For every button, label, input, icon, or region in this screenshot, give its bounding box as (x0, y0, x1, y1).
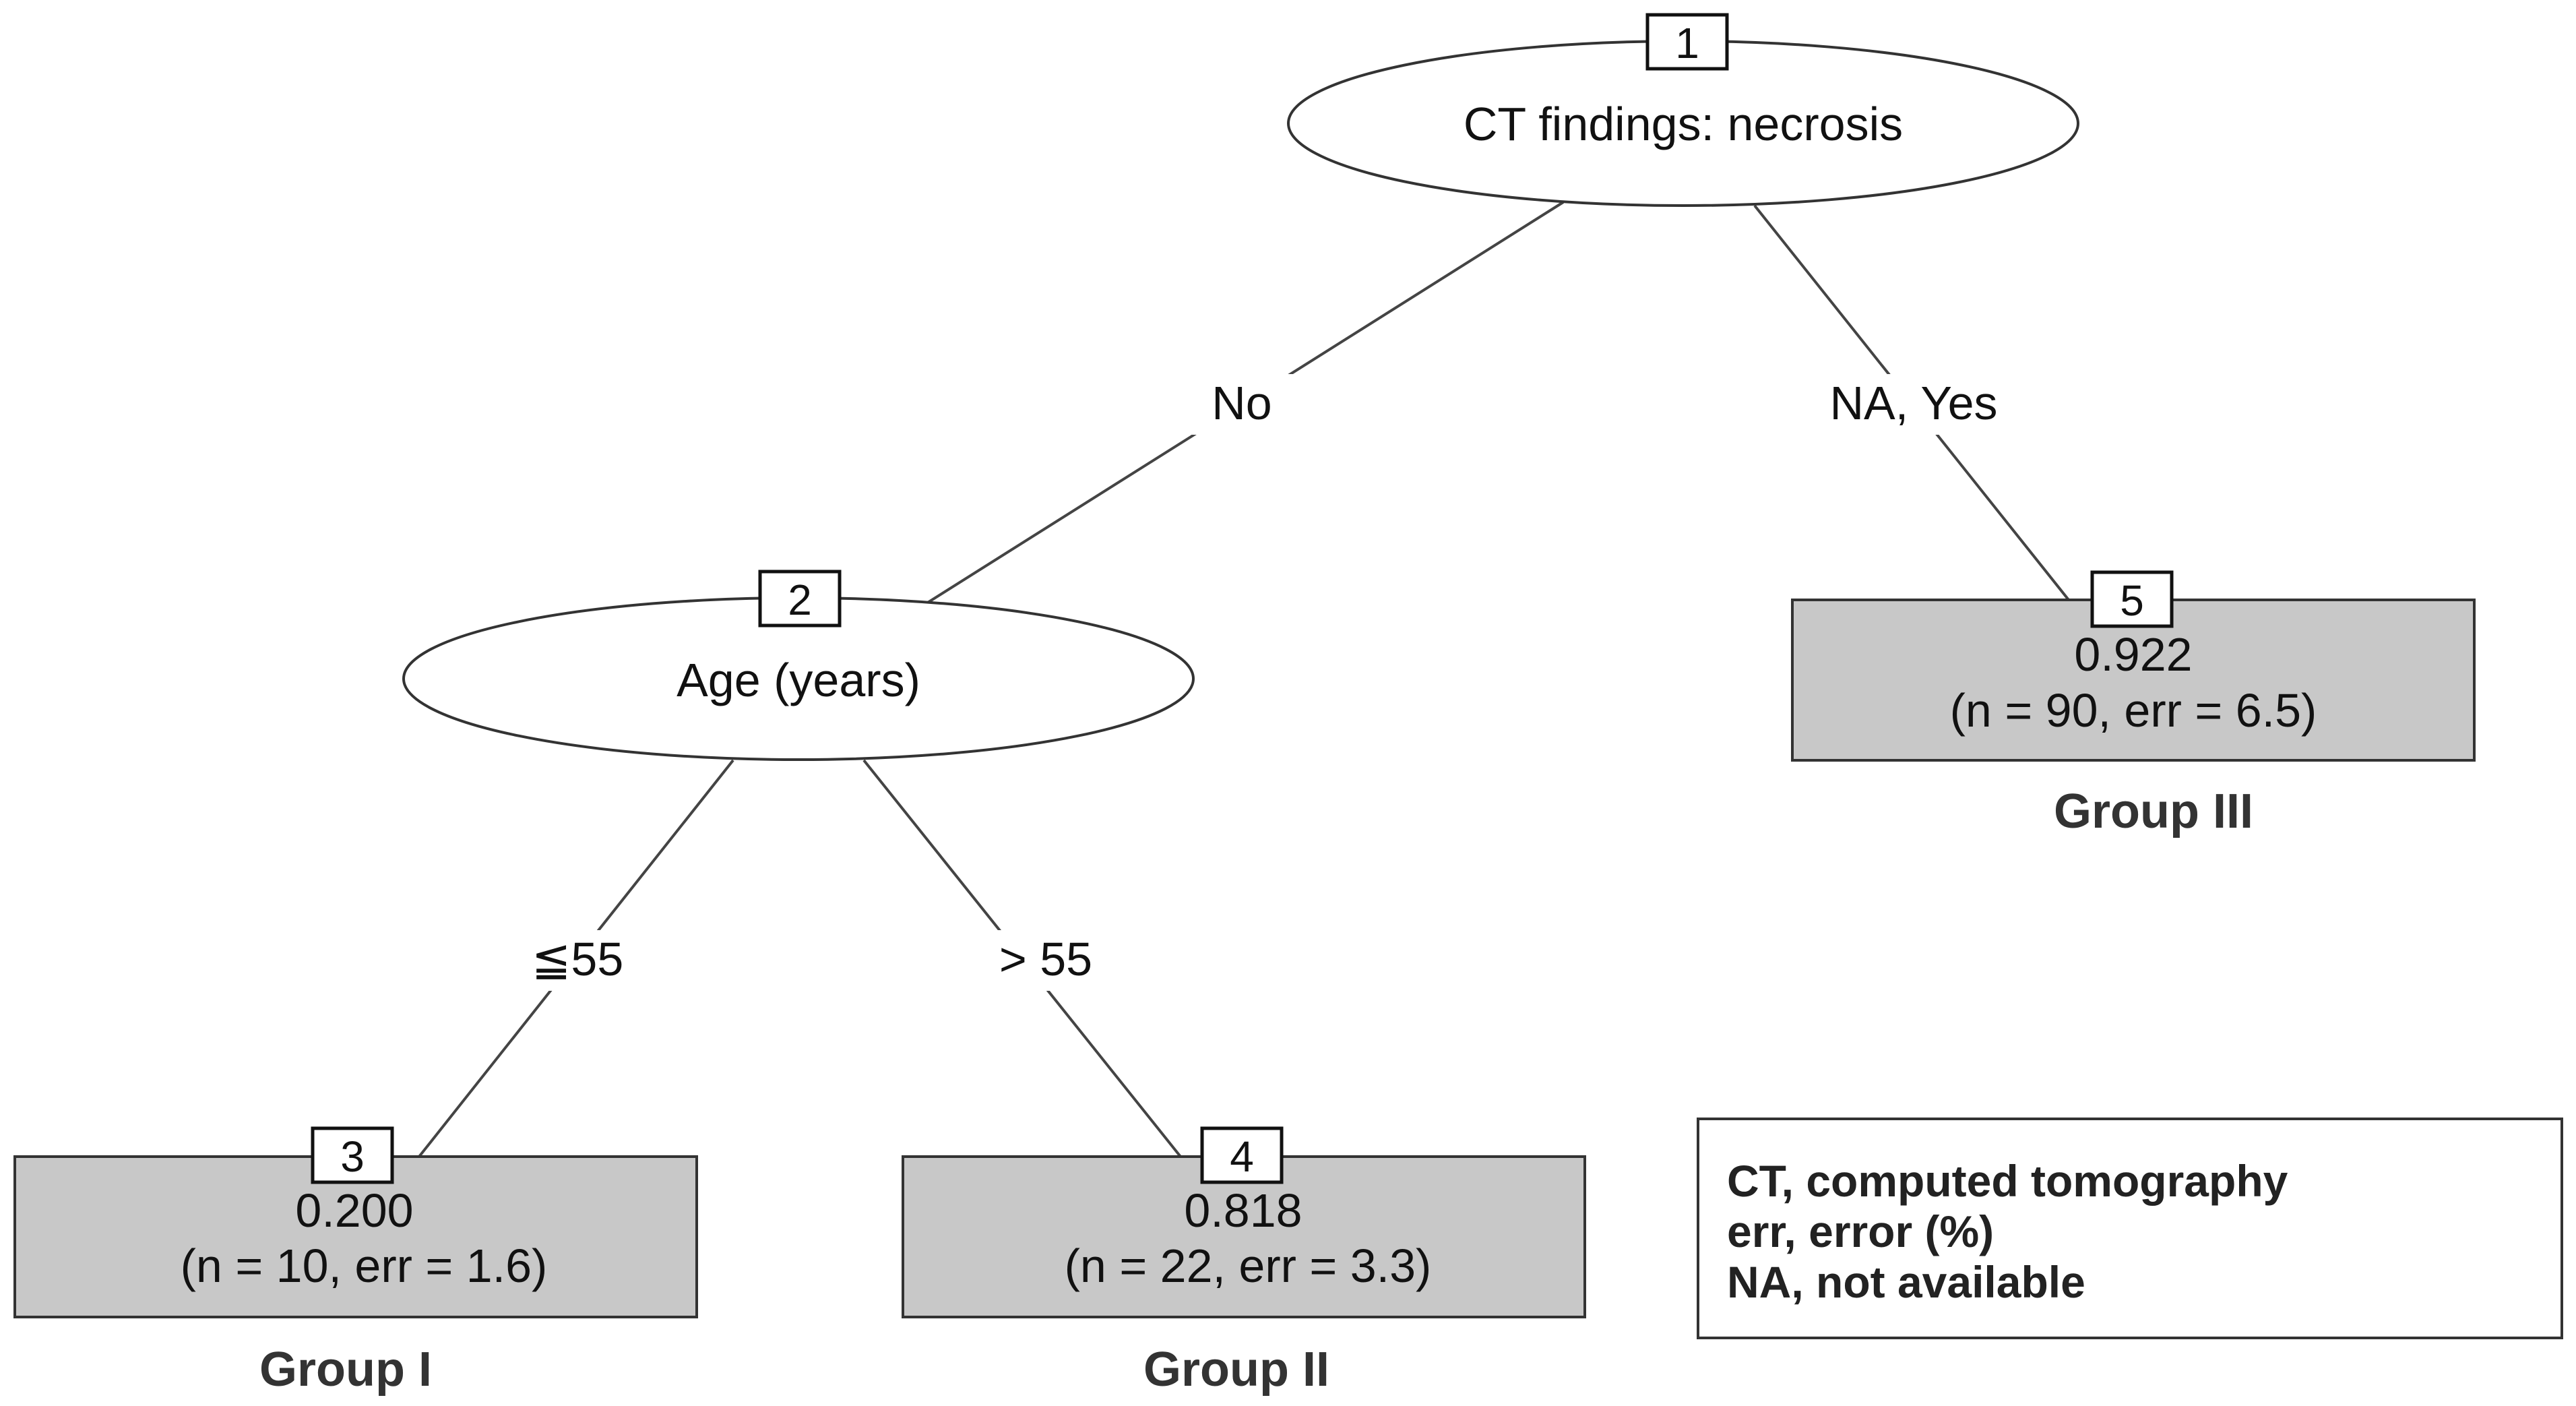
node-id-box (1200, 1126, 1284, 1184)
node-id: 4 (1230, 1132, 1254, 1181)
group-label: Group I (259, 1343, 432, 1397)
legend-line: CT, computed tomography (1727, 1156, 2288, 1206)
leaf-value: 0.818 (1184, 1184, 1302, 1237)
legend-box: CT, computed tomography err, error (%) N… (1697, 1118, 2563, 1339)
node-id-box (311, 1126, 394, 1184)
leaf-value: 0.922 (2074, 628, 2192, 681)
edge-label-bg (970, 930, 1125, 991)
node-id-box (2090, 570, 2174, 628)
group-label: Group II (1143, 1343, 1329, 1397)
leaf-node-4: 4 0.818 (n = 22, err = 3.3) Group II (902, 1126, 1586, 1397)
edge-label-no: No (1212, 377, 1271, 429)
node-id-box (1645, 13, 1729, 71)
split-node-label: CT findings: necrosis (1464, 98, 1903, 150)
legend-line: NA, not available (1727, 1257, 2085, 1307)
node-id: 1 (1675, 19, 1699, 67)
split-node-2: Age (years) 2 (402, 570, 1195, 761)
group-label: Group III (2054, 785, 2253, 838)
leaf-stats: (n = 90, err = 6.5) (1950, 684, 2317, 737)
edge-label-bg (505, 930, 654, 991)
leaf-value: 0.200 (295, 1184, 413, 1237)
node-id: 3 (340, 1132, 365, 1181)
node-id-box (758, 570, 842, 628)
leaf-stats: (n = 10, err = 1.6) (181, 1240, 548, 1292)
leaf-node-3: 3 0.200 (n = 10, err = 1.6) Group I (13, 1126, 698, 1397)
split-node-1: CT findings: necrosis 1 (1287, 13, 2079, 207)
node-id: 5 (2120, 576, 2144, 625)
leaf-stats: (n = 22, err = 3.3) (1065, 1240, 1432, 1292)
legend-line: err, error (%) (1727, 1206, 1994, 1256)
leaf-node-5: 5 0.922 (n = 90, err = 6.5) Group III (1791, 570, 2476, 838)
edge-label-gt-55: > 55 (999, 933, 1092, 985)
legend-border (1697, 1118, 2563, 1339)
node-id: 2 (788, 576, 812, 624)
edge-label-na-yes: NA, Yes (1829, 377, 1997, 429)
split-node-label: Age (years) (677, 654, 920, 706)
edge-label-bg (1786, 374, 2042, 435)
edge-label-bg (1186, 374, 1294, 435)
edge-label-le-55: ≦55 (532, 933, 624, 985)
